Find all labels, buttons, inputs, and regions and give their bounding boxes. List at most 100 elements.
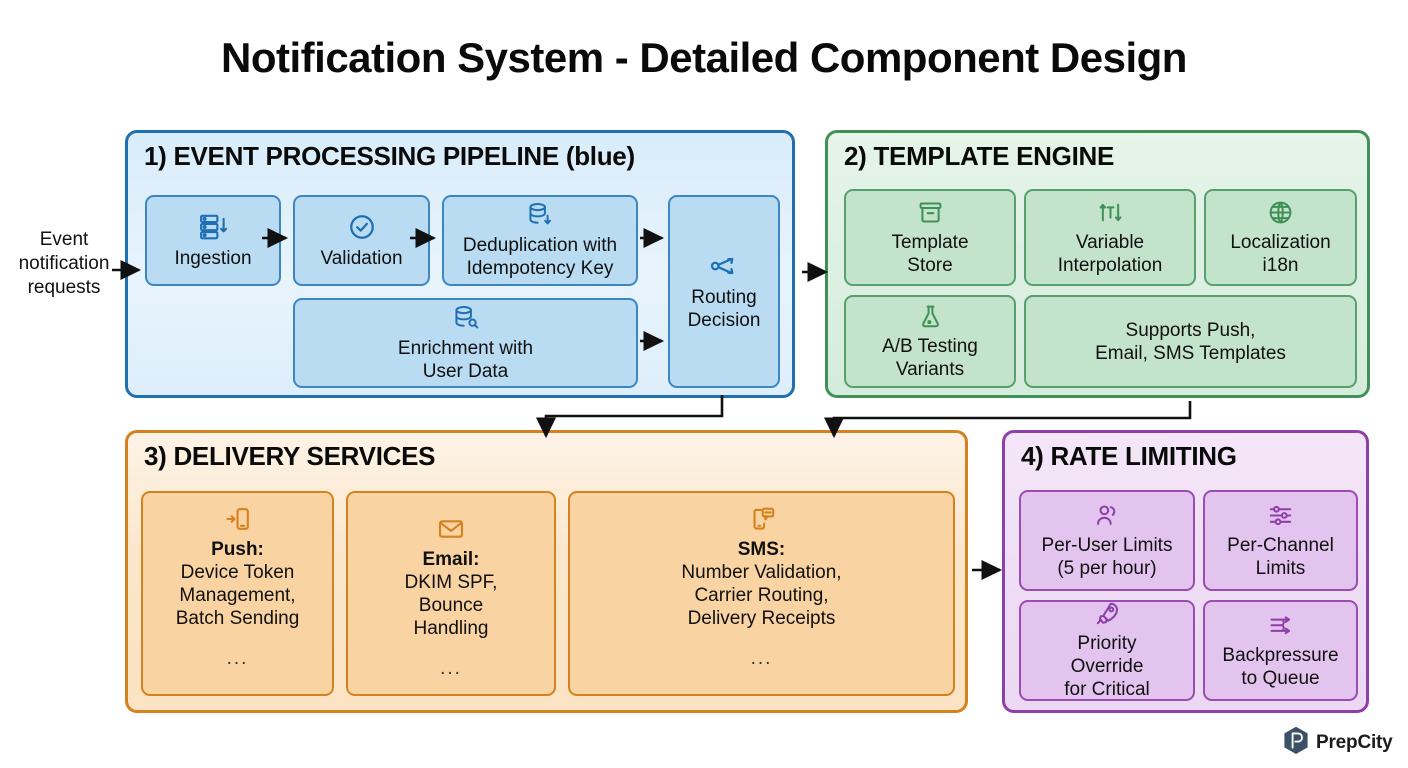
node-label-supports-channels-line1: Supports Push,: [1125, 319, 1256, 341]
node-label-per-user-limits: Per-User Limits (5 per hour): [1042, 534, 1173, 580]
node-label-localization: Localization i18n: [1230, 231, 1330, 277]
node-label-backpressure-line2: to Queue: [1241, 667, 1320, 689]
node-label-template-store: Template Store: [891, 231, 968, 277]
node-push-delivery[interactable]: Push: Device Token Management, Batch Sen…: [141, 491, 334, 696]
share-branch-icon: [709, 251, 739, 281]
node-label-backpressure: Backpressure to Queue: [1222, 644, 1338, 690]
node-dots-push: ...: [226, 648, 249, 669]
node-label-per-channel-limits: Per-Channel Limits: [1227, 534, 1334, 580]
envelope-icon: [437, 515, 465, 543]
group-title-rate-limiting: 4) RATE LIMITING: [1021, 441, 1237, 471]
node-label-priority-override-line2: Override: [1070, 656, 1144, 677]
text-replace-icon: [1097, 199, 1124, 226]
database-down-icon: [526, 201, 554, 229]
group-rate-limiting[interactable]: 4) RATE LIMITING Per-User Limits (5 per …: [1002, 430, 1369, 713]
group-event-processing-pipeline[interactable]: 1) EVENT PROCESSING PIPELINE (blue) Inge…: [125, 130, 795, 398]
page-title: Notification System - Detailed Component…: [221, 34, 1187, 81]
node-label-deduplication-line1: Deduplication with: [462, 235, 618, 256]
node-label-routing-decision: Routing Decision: [688, 286, 761, 332]
node-label-push-line3: Batch Sending: [175, 608, 300, 629]
node-label-push-line1: Device Token: [180, 562, 295, 583]
flask-icon: [917, 303, 944, 330]
node-label-per-user-limits-line2: (5 per hour): [1057, 557, 1157, 579]
node-dots-sms: ...: [750, 648, 773, 669]
globe-icon: [1267, 199, 1294, 226]
node-label-routing-decision-line2: Decision: [687, 310, 761, 331]
prepcity-logo-icon: [1283, 726, 1309, 760]
node-label-deduplication: Deduplication with Idempotency Key: [463, 234, 617, 280]
node-heading-email: Email:: [422, 549, 480, 570]
entry-label-line1: Event: [39, 229, 89, 250]
node-label-per-channel-limits-line1: Per-Channel: [1227, 534, 1334, 556]
node-label-email-delivery: Email: DKIM SPF, Bounce Handling: [405, 548, 498, 640]
node-heading-sms: SMS:: [737, 539, 786, 560]
node-label-per-user-limits-line1: Per-User Limits: [1041, 534, 1173, 556]
node-ab-testing[interactable]: A/B Testing Variants: [844, 295, 1016, 388]
entry-label-line3: requests: [27, 277, 101, 298]
node-sms-delivery[interactable]: SMS: Number Validation, Carrier Routing,…: [568, 491, 955, 696]
sms-chat-icon: [748, 505, 776, 533]
node-label-deduplication-line2: Idempotency Key: [466, 258, 614, 279]
node-label-enrichment: Enrichment with User Data: [398, 337, 533, 383]
node-label-ab-testing-line2: Variants: [895, 358, 965, 380]
group-title-delivery-services: 3) DELIVERY SERVICES: [144, 441, 436, 471]
node-validation[interactable]: Validation: [293, 195, 430, 286]
node-localization[interactable]: Localization i18n: [1204, 189, 1357, 286]
node-label-backpressure-line1: Backpressure: [1222, 644, 1339, 666]
archive-box-icon: [917, 199, 944, 226]
node-label-sms-line3: Delivery Receipts: [687, 608, 836, 629]
sliders-icon: [1267, 502, 1294, 529]
node-enrichment[interactable]: Enrichment with User Data: [293, 298, 638, 388]
users-icon: [1094, 502, 1121, 529]
node-template-store[interactable]: Template Store: [844, 189, 1016, 286]
node-label-email-line1: DKIM SPF,: [404, 572, 498, 593]
group-delivery-services[interactable]: 3) DELIVERY SERVICES Push: Device Token …: [125, 430, 968, 713]
node-label-push-line2: Management,: [179, 585, 296, 606]
node-label-template-store-line2: Store: [907, 254, 953, 276]
node-label-variable-interpolation-line1: Variable: [1075, 231, 1145, 253]
group-title-template-engine: 2) TEMPLATE ENGINE: [844, 141, 1115, 171]
node-per-channel-limits[interactable]: Per-Channel Limits: [1203, 490, 1358, 591]
node-routing-decision[interactable]: Routing Decision: [668, 195, 780, 388]
node-variable-interpolation[interactable]: Variable Interpolation: [1024, 189, 1196, 286]
node-label-enrichment-line1: Enrichment with: [397, 337, 534, 359]
node-label-variable-interpolation: Variable Interpolation: [1058, 231, 1163, 277]
node-label-supports-channels-line2: Email, SMS Templates: [1095, 342, 1286, 364]
node-deduplication[interactable]: Deduplication with Idempotency Key: [442, 195, 638, 286]
brand-name: PrepCity: [1316, 732, 1393, 753]
node-label-priority-override-line1: Priority: [1077, 633, 1137, 654]
node-label-ab-testing: A/B Testing Variants: [882, 335, 978, 381]
node-label-enrichment-line2: User Data: [422, 360, 509, 382]
push-phone-icon: [224, 505, 252, 533]
node-per-user-limits[interactable]: Per-User Limits (5 per hour): [1019, 490, 1195, 591]
node-backpressure[interactable]: Backpressure to Queue: [1203, 600, 1358, 701]
node-priority-override[interactable]: Priority Override for Critical: [1019, 600, 1195, 701]
rocket-icon: [1094, 600, 1121, 627]
node-label-routing-decision-line1: Routing: [691, 287, 757, 308]
entry-label-line2: notification: [18, 253, 110, 274]
node-ingestion[interactable]: Ingestion: [145, 195, 281, 286]
node-supports-channels[interactable]: Supports Push, Email, SMS Templates: [1024, 295, 1357, 388]
node-label-push-delivery: Push: Device Token Management, Batch Sen…: [176, 538, 300, 630]
database-search-icon: [452, 304, 480, 332]
node-label-ab-testing-line1: A/B Testing: [882, 335, 978, 357]
node-email-delivery[interactable]: Email: DKIM SPF, Bounce Handling ...: [346, 491, 556, 696]
shuffle-flow-icon: [1267, 612, 1294, 639]
node-label-ingestion: Ingestion: [174, 247, 252, 269]
node-label-sms-line1: Number Validation,: [681, 562, 842, 583]
group-template-engine[interactable]: 2) TEMPLATE ENGINE Template Store: [825, 130, 1370, 398]
node-label-sms-line2: Carrier Routing,: [694, 585, 829, 606]
node-label-template-store-line1: Template: [891, 231, 969, 253]
node-label-localization-line2: i18n: [1262, 254, 1299, 276]
node-label-email-line2: Bounce: [418, 595, 484, 616]
node-label-priority-override: Priority Override for Critical: [1064, 632, 1150, 701]
node-label-validation: Validation: [320, 247, 403, 269]
brand-footer: PrepCity: [1283, 726, 1393, 760]
node-label-email-line3: Handling: [413, 618, 489, 639]
entry-label: Event notification requests: [8, 228, 120, 300]
node-label-supports-channels: Supports Push, Email, SMS Templates: [1095, 319, 1286, 365]
node-label-per-channel-limits-line2: Limits: [1255, 557, 1306, 579]
node-dots-email: ...: [440, 658, 462, 679]
server-ingest-icon: [198, 212, 228, 242]
